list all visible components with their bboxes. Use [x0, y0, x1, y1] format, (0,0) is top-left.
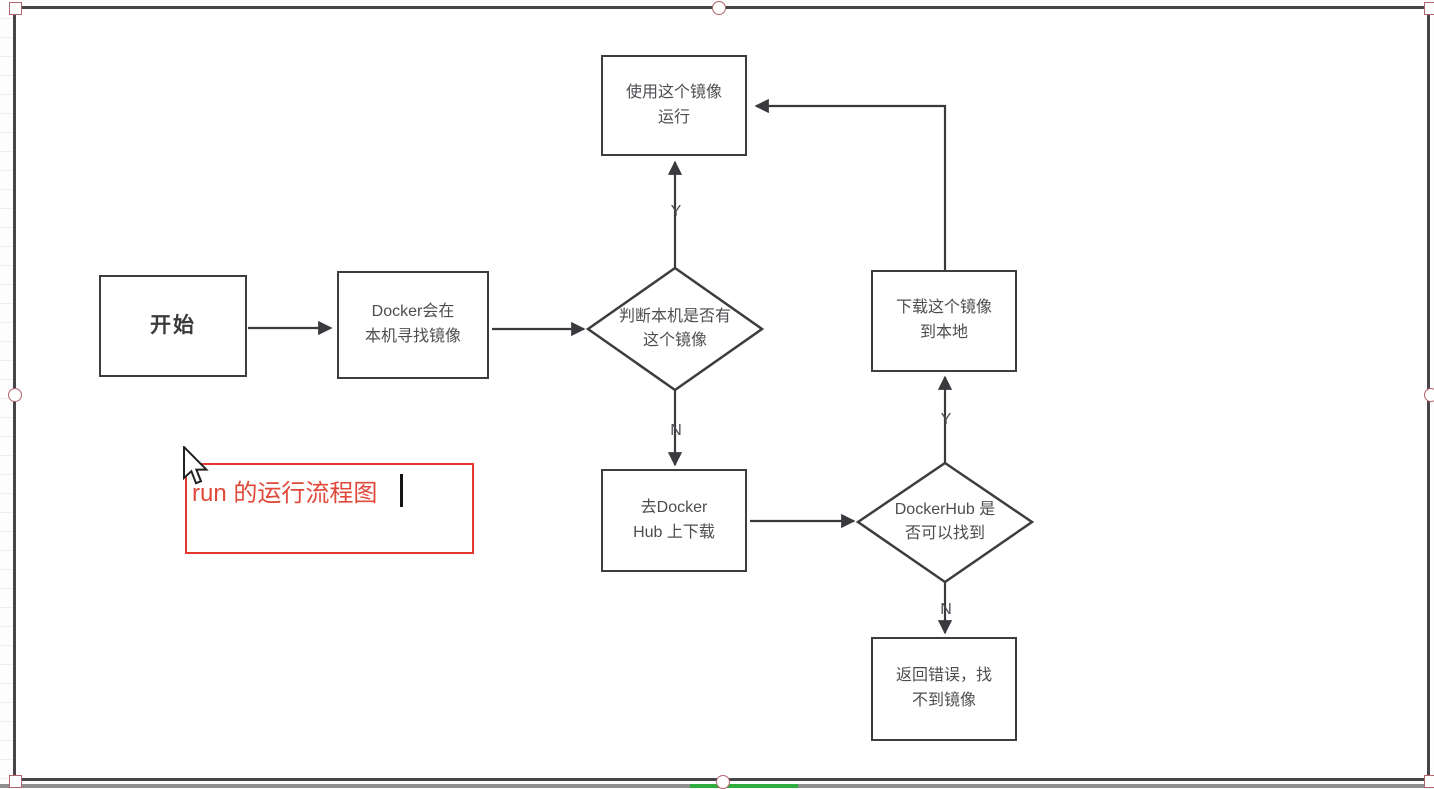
selection-frame[interactable]: [13, 6, 1430, 781]
resize-handle-bottom-right[interactable]: [1424, 775, 1434, 788]
annotation-textbox[interactable]: run 的运行流程图: [185, 463, 474, 554]
resize-handle-top-left[interactable]: [9, 2, 22, 15]
text-caret: [400, 474, 403, 507]
left-margin: [0, 0, 13, 788]
mouse-cursor-icon: [183, 446, 209, 485]
resize-handle-left-middle[interactable]: [8, 388, 22, 402]
find-local-node-label: Docker会在 本机寻找镜像: [364, 303, 461, 345]
find-local-node[interactable]: Docker会在 本机寻找镜像: [337, 271, 489, 379]
resize-handle-top-center[interactable]: [712, 1, 726, 15]
start-node[interactable]: 开始: [99, 275, 247, 377]
error-node[interactable]: 返回错误，找 不到镜像: [871, 637, 1017, 741]
progress-bar: [690, 784, 798, 788]
decision-diamonds[interactable]: [585, 266, 1035, 584]
local-download-node[interactable]: 下载这个镜像 到本地: [871, 270, 1017, 372]
hub-download-node[interactable]: 去Docker Hub 上下载: [601, 469, 747, 572]
error-node-label: 返回错误，找 不到镜像: [895, 667, 992, 709]
hub-download-node-label: 去Docker Hub 上下载: [633, 498, 715, 541]
use-image-node[interactable]: 使用这个镜像 运行: [601, 55, 747, 156]
hub-found-decision: [855, 461, 1035, 584]
has-image-decision: [585, 266, 765, 392]
local-download-node-label: 下载这个镜像 到本地: [895, 299, 992, 341]
resize-handle-right-middle[interactable]: [1424, 388, 1434, 402]
resize-handle-bottom-left[interactable]: [9, 775, 22, 788]
resize-handle-top-right[interactable]: [1424, 2, 1434, 15]
resize-handle-bottom-center[interactable]: [716, 775, 730, 789]
annotation-text: run 的运行流程图: [192, 480, 378, 507]
start-node-label: 开始: [150, 313, 196, 337]
use-image-node-label: 使用这个镜像 运行: [625, 83, 722, 126]
